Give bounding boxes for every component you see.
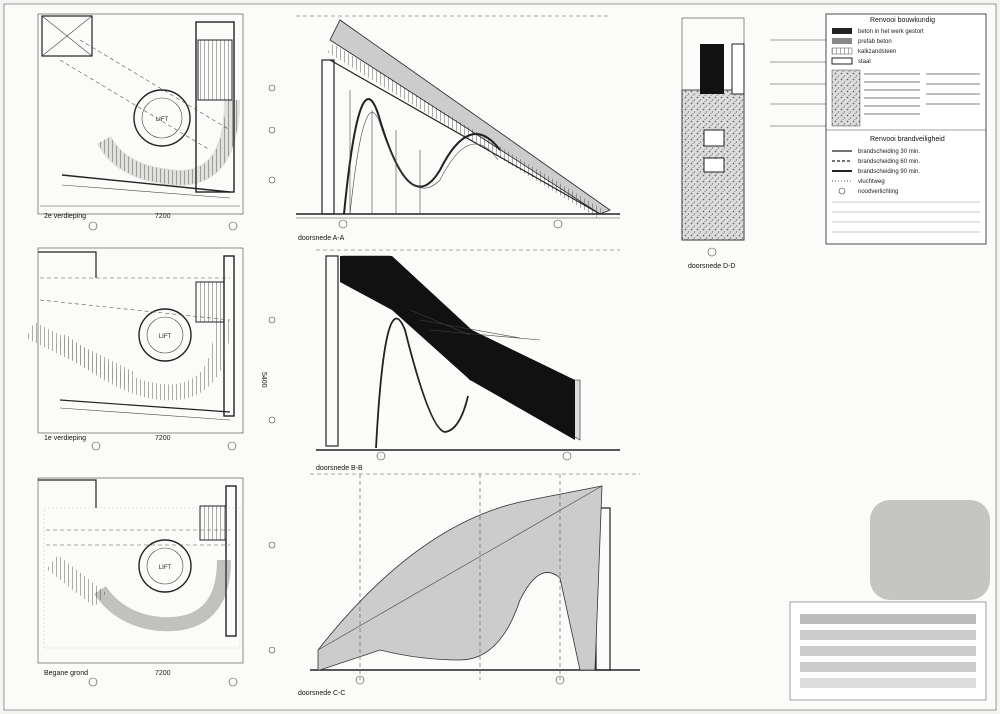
plan-floor3: LIFT 2e verdieping 7200 bbox=[37, 13, 276, 231]
legend-fire-item: vluchtweg bbox=[858, 179, 885, 185]
plan-floor2-caption: 1e verdieping bbox=[44, 435, 86, 442]
plan-ground-caption: Begane grond bbox=[44, 670, 88, 677]
section-dd-caption: doorsnede D-D bbox=[688, 263, 735, 270]
legend-fire-title: Renvooi brandveiligheid bbox=[870, 136, 945, 143]
section-aa-caption: doorsnede A-A bbox=[298, 235, 345, 242]
plan-ground-dimension: 7200 bbox=[155, 670, 171, 677]
lift-label-ground: LIFT bbox=[159, 565, 172, 571]
legend-fire-item: brandscheiding 30 min. bbox=[858, 149, 920, 155]
plan-floor3-dimension: 7200 bbox=[155, 213, 171, 220]
section-bb-caption: doorsnede B-B bbox=[316, 465, 363, 472]
lift-shaft-ground bbox=[138, 539, 192, 593]
legend-fire-item: brandscheiding 90 min. bbox=[858, 169, 920, 175]
legend-material-item: prefab beton bbox=[858, 39, 892, 45]
lift-shaft-floor2 bbox=[138, 308, 192, 362]
legend-material-item: kalkzandsteen bbox=[858, 49, 896, 55]
section-cc-caption: doorsnede C-C bbox=[298, 690, 345, 697]
legend-material-item: beton in het werk gestort bbox=[858, 29, 924, 35]
legend-fire-item: brandscheiding 60 min. bbox=[858, 159, 920, 165]
plan-floor3-caption: 2e verdieping bbox=[44, 213, 86, 220]
section-cc: doorsnede C-C bbox=[298, 473, 640, 697]
plan-floor2-side-dimension: 5400 bbox=[260, 372, 267, 388]
legend: Renvooi bouwkundig beton in het werk ges… bbox=[825, 13, 987, 245]
lift-shaft-floor3 bbox=[133, 89, 191, 147]
section-aa: doorsnede A-A bbox=[296, 15, 620, 242]
plan-ground: LIFT Begane grond 7200 bbox=[37, 477, 276, 687]
title-block bbox=[789, 500, 990, 701]
lift-label-floor2: LIFT bbox=[159, 334, 172, 340]
lift-label-floor3: LIFT bbox=[156, 117, 169, 123]
legend-materials-title: Renvooi bouwkundig bbox=[870, 17, 935, 24]
plan-floor2-dimension: 7200 bbox=[155, 435, 171, 442]
legend-fire-item: noodverlichting bbox=[858, 189, 898, 195]
plan-floor2: LIFT 1e verdieping 7200 5400 bbox=[25, 247, 276, 451]
section-bb: doorsnede B-B bbox=[316, 249, 620, 472]
section-dd: doorsnede D-D bbox=[681, 17, 830, 270]
legend-material-item: staal bbox=[858, 59, 871, 65]
